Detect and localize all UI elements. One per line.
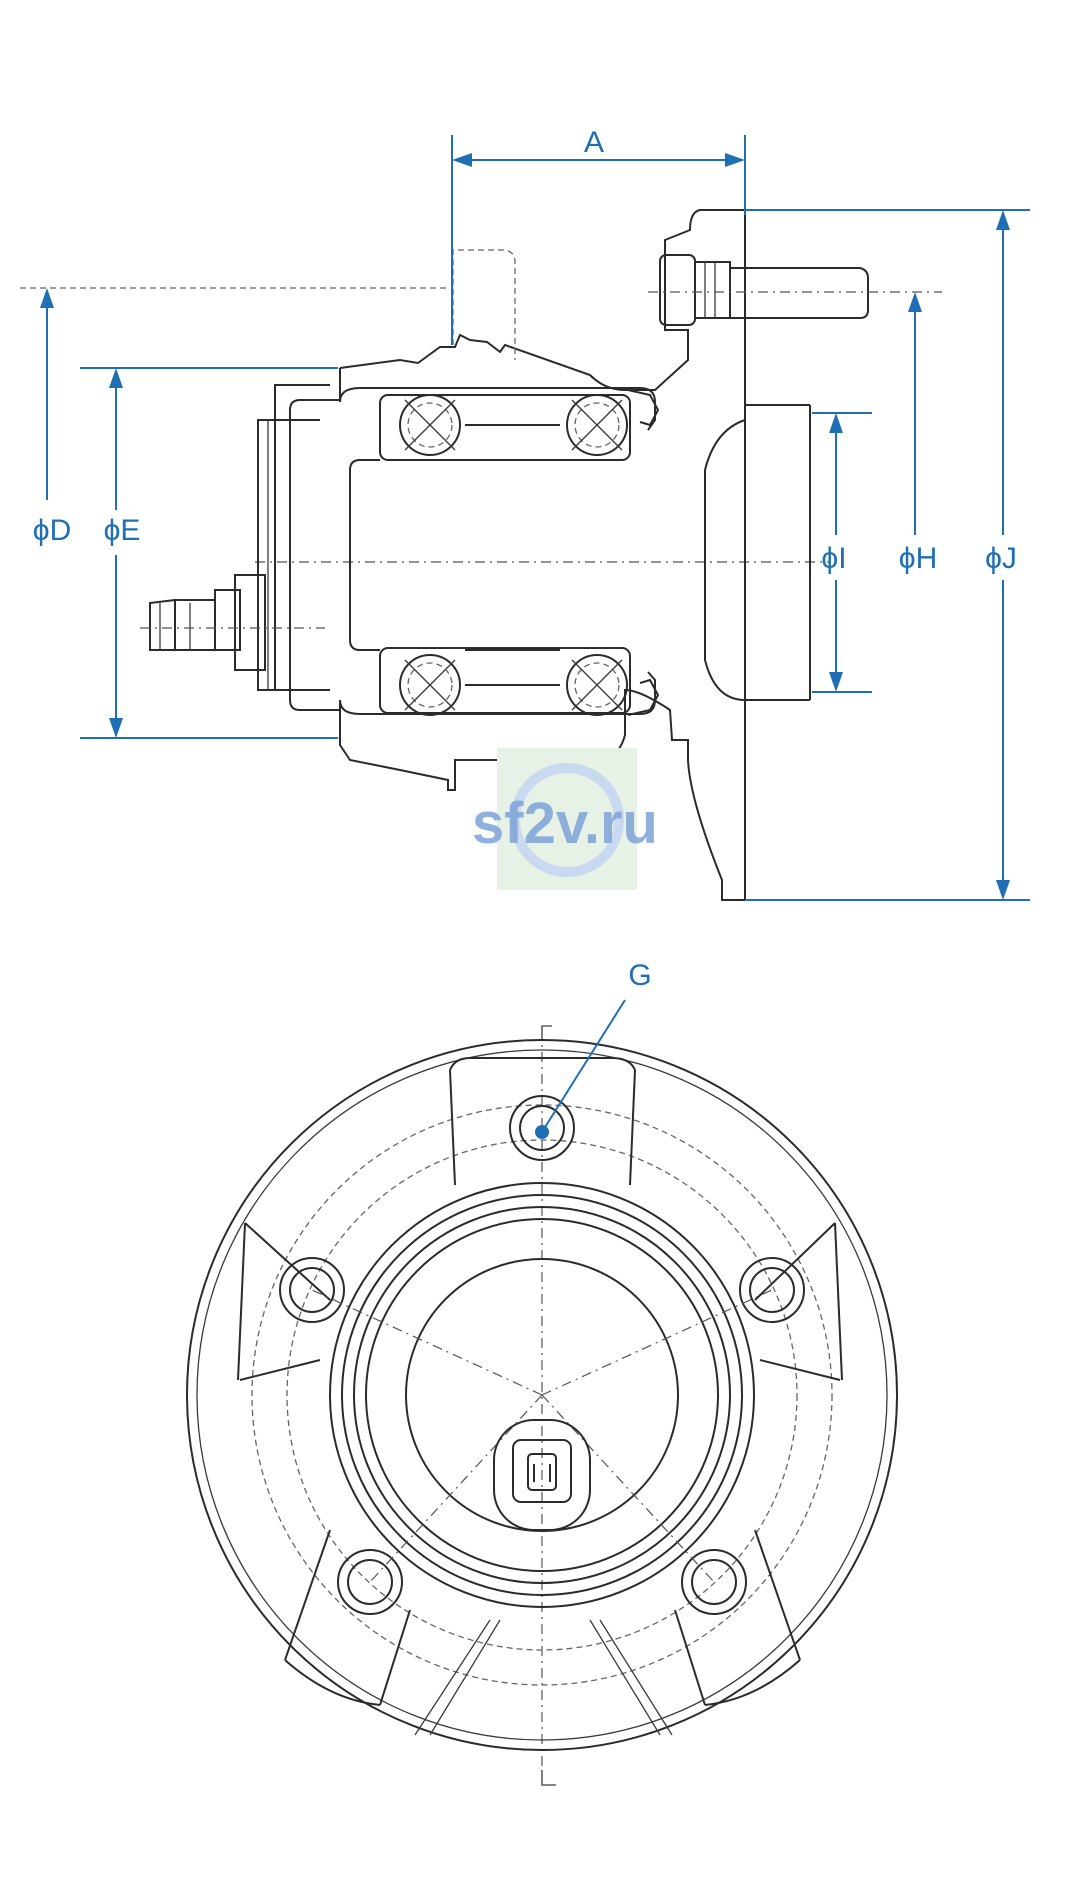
hub-ring-4 (365, 1218, 719, 1572)
dim-G-label: G (628, 959, 651, 992)
outer-ring (339, 368, 656, 735)
watermark-bearing-icon (510, 763, 624, 877)
hub-ring-3 (353, 1206, 731, 1584)
dim-E-label: ϕE (104, 514, 141, 547)
front-view (186, 1025, 898, 1786)
inner-ring (289, 399, 340, 711)
hub-ring-1 (329, 1182, 755, 1608)
flange-ribs (237, 1057, 843, 1706)
dim-G-leader (541, 999, 626, 1133)
flange-inner-face (745, 404, 811, 701)
wheel-stud (648, 254, 942, 326)
abs-sensor-connector (493, 1419, 591, 1531)
bolt-circle (251, 1104, 833, 1686)
stud-hole-1 (509, 1095, 575, 1161)
stud-hole-4 (337, 1549, 403, 1615)
flange-inner-circle (196, 1049, 888, 1741)
dim-G: G (541, 959, 652, 1133)
hub-bore (349, 459, 380, 651)
dim-A-label: A (584, 126, 604, 159)
watermark-text: sf2v.ru (472, 791, 658, 856)
flange-outer-circle (186, 1039, 898, 1751)
dim-J-label: ϕJ (985, 542, 1017, 575)
abs-sensor-cap (140, 384, 330, 691)
dim-I-label: ϕI (821, 542, 846, 575)
flange-recesses (414, 1619, 673, 1736)
side-section-view (140, 209, 942, 901)
section-marker-top (541, 1025, 552, 1040)
spindle-recess (704, 419, 746, 701)
pilot-circle (286, 1139, 798, 1651)
stud-hole-2 (279, 1257, 345, 1323)
dim-H-label: ϕH (899, 542, 937, 575)
hub-ring-2 (341, 1194, 743, 1596)
radial-centerlines (311, 1289, 773, 1583)
dimension-lines: A ϕD ϕE ϕI ϕH ϕJ (20, 126, 1030, 901)
section-marker-bottom (541, 1770, 556, 1786)
stud-hole-3 (739, 1257, 805, 1323)
bearing-rows (379, 389, 660, 716)
watermark: sf2v.ru (472, 748, 658, 890)
stud-holes (279, 1095, 805, 1615)
dim-D-label: ϕD (33, 514, 71, 547)
hidden-step (452, 249, 516, 360)
stud-hole-5 (681, 1549, 747, 1615)
